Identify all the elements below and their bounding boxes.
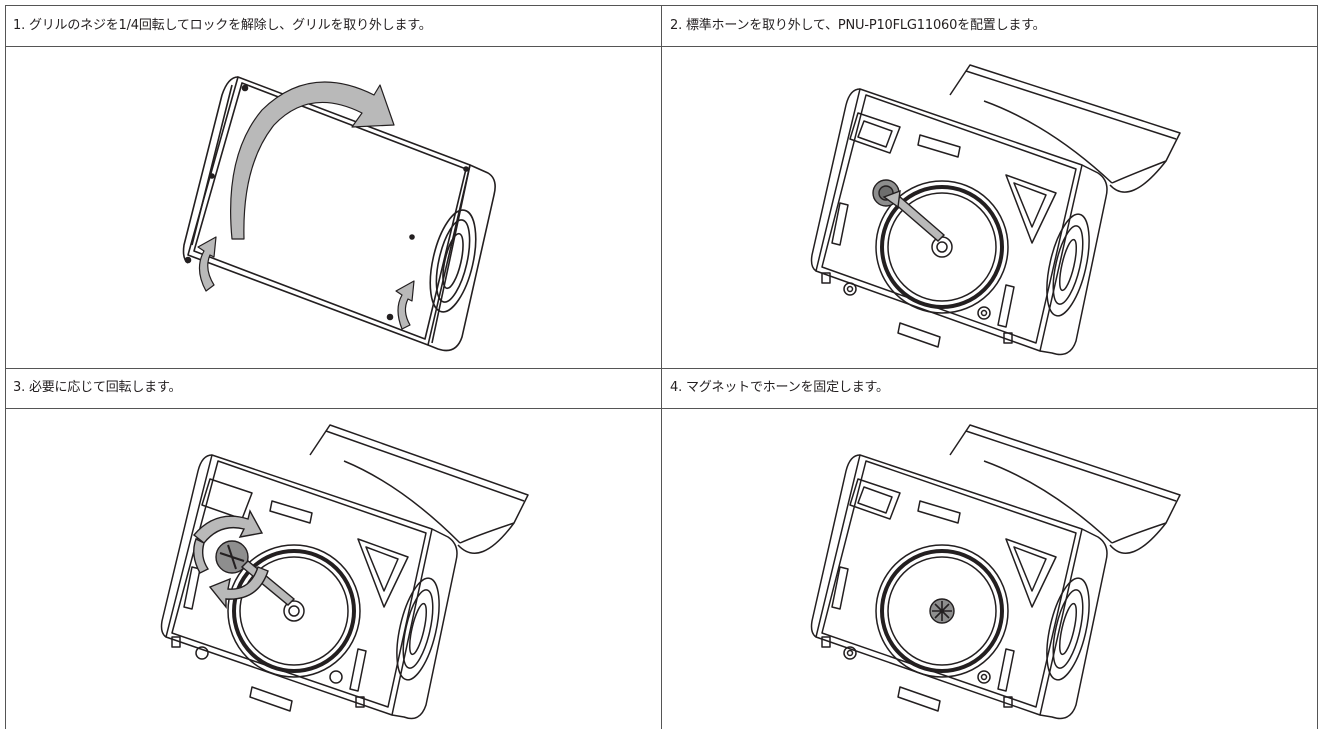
table-row-divider-1 <box>5 46 1318 47</box>
table-border-top <box>5 5 1318 6</box>
step-1-text: グリルのネジを1/4回転してロックを解除し、グリルを取り外します。 <box>28 18 432 33</box>
step-1-number: 1. <box>13 18 26 33</box>
step-2-caption: 2. 標準ホーンを取り外して、PNU-P10FLG11060を配置します。 <box>670 18 1046 34</box>
step-4-caption: 4. マグネットでホーンを固定します。 <box>670 380 889 396</box>
table-row-divider-3 <box>5 408 1318 409</box>
table-border-center <box>661 5 662 729</box>
step-3-text: 必要に応じて回転します。 <box>28 380 182 395</box>
step-3-caption: 3. 必要に応じて回転します。 <box>13 380 181 396</box>
step-4-number: 4. <box>670 380 683 395</box>
step-3-number: 3. <box>13 380 26 395</box>
step-2-number: 2. <box>670 18 683 33</box>
step-1-caption: 1. グリルのネジを1/4回転してロックを解除し、グリルを取り外します。 <box>13 18 432 34</box>
speaker-open-horn-removal-icon <box>800 55 1190 365</box>
table-border-right <box>1317 5 1318 729</box>
table-row-divider-2 <box>5 368 1318 369</box>
table-border-left <box>5 5 6 729</box>
step-4-text: マグネットでホーンを固定します。 <box>685 380 889 395</box>
speaker-horn-fixed-icon <box>800 415 1190 729</box>
speaker-with-grille-rotate-icon <box>170 55 520 360</box>
speaker-horn-rotate-icon <box>150 415 540 729</box>
step-2-text: 標準ホーンを取り外して、PNU-P10FLG11060を配置します。 <box>685 18 1046 33</box>
